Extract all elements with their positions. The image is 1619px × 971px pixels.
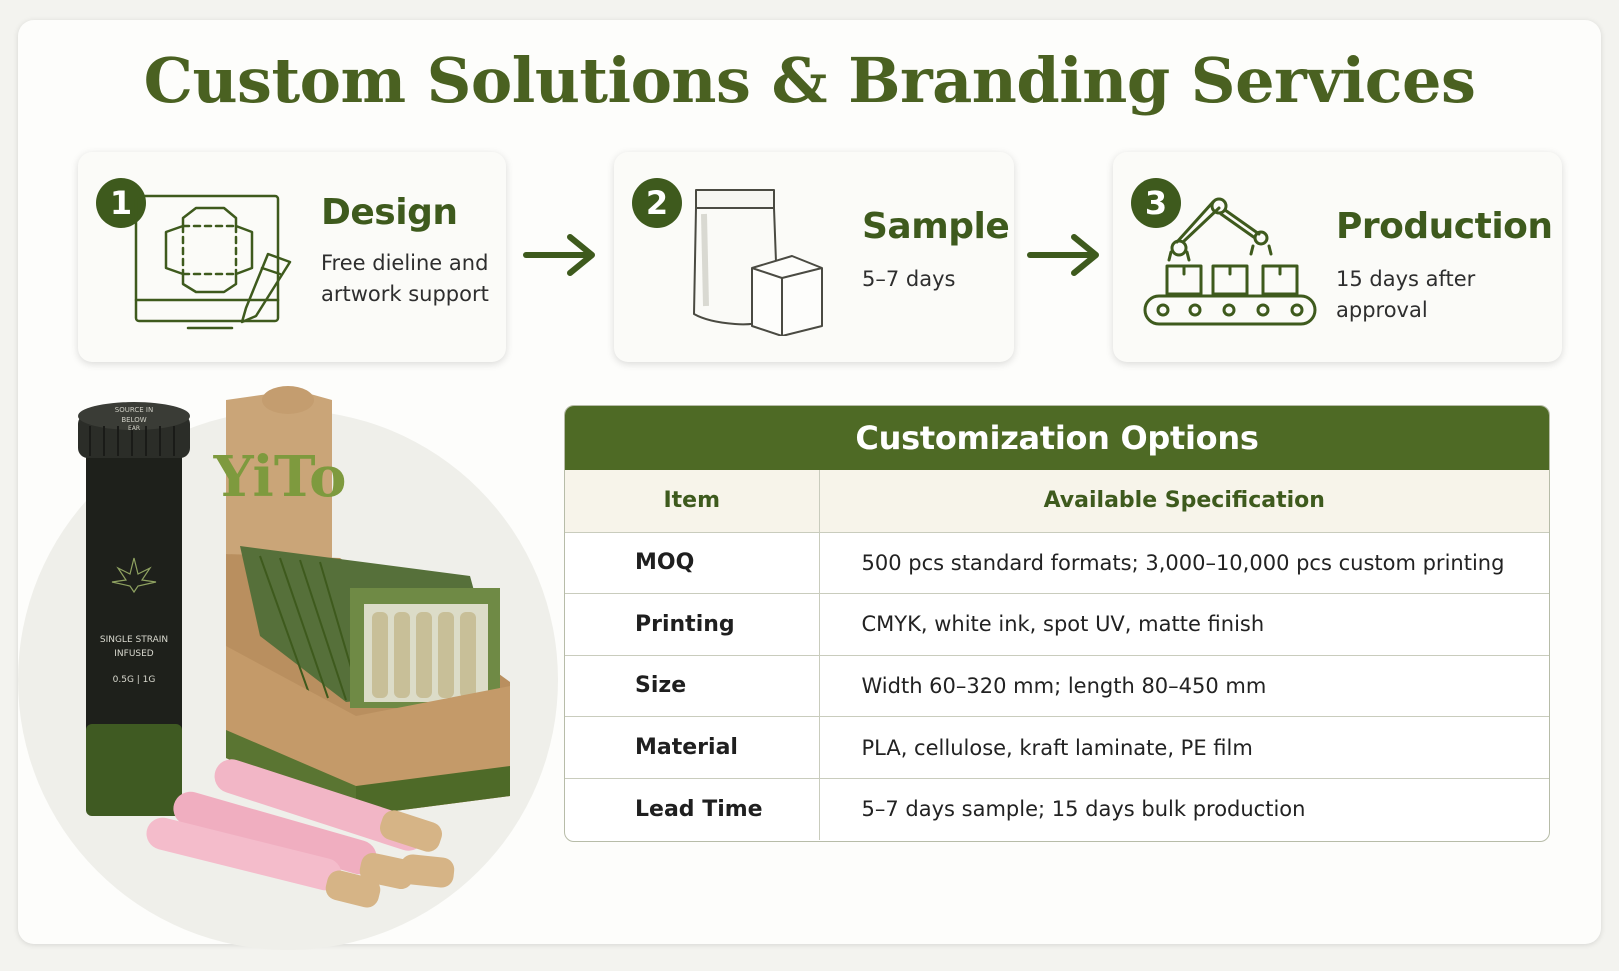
tube-label: INFUSED — [114, 649, 154, 659]
step-number-badge: 2 — [632, 178, 682, 228]
box-logo: YiTo — [213, 444, 347, 510]
table-header-row: Item Available Specification — [565, 470, 1549, 533]
tube-cap-text: SOURCE IN — [115, 406, 153, 414]
pre-roll-tube: SOURCE IN BELOW EAR SINGLE STRAIN INFUSE… — [78, 402, 190, 816]
row-item: Lead Time — [565, 778, 820, 840]
row-item: Printing — [565, 593, 820, 656]
step-description: 15 days after approval — [1336, 264, 1562, 326]
step-number-badge: 1 — [96, 178, 146, 228]
row-spec: 5–7 days sample; 15 days bulk production — [861, 797, 1306, 822]
step-card-production: 3 Production 15 days after approval — [1113, 152, 1562, 362]
kraft-display-box: YiTo — [213, 386, 510, 816]
table-row: Size Width 60–320 mm; length 80–450 mm — [565, 655, 1549, 718]
customization-options-table: Item Available Specification MOQ 500 pcs… — [565, 470, 1549, 840]
step-name: Sample — [862, 206, 1010, 247]
row-item: Size — [565, 655, 820, 718]
column-header-spec: Available Specification — [819, 470, 1549, 533]
step-card-design: 1 Design Free dieline and artwork suppor… — [78, 152, 506, 362]
customization-table: Customization Options Item Available Spe… — [564, 405, 1550, 842]
step-name: Design — [321, 192, 458, 233]
column-header-item: Item — [565, 470, 820, 533]
tube-label: SINGLE STRAIN — [100, 635, 168, 645]
step-description: Free dieline and artwork support — [321, 248, 489, 310]
step-description-line: 5–7 days — [862, 267, 956, 291]
leaf-icon — [111, 557, 157, 594]
table-row: Material PLA, cellulose, kraft laminate,… — [565, 716, 1549, 779]
tube-cap-text: BELOW — [121, 416, 146, 424]
row-spec: PLA, cellulose, kraft laminate, PE film — [819, 716, 1549, 779]
product-photo: SOURCE IN BELOW EAR SINGLE STRAIN INFUSE… — [78, 386, 510, 908]
table-row: MOQ 500 pcs standard formats; 3,000–10,0… — [565, 532, 1549, 595]
row-spec: CMYK, white ink, spot UV, matte finish — [819, 593, 1549, 656]
step-card-sample: 2 Sample 5–7 days — [614, 152, 1014, 362]
table-row: Lead Time 5–7 days sample; 15 days bulk … — [565, 778, 1549, 840]
table-heading: Customization Options — [565, 406, 1549, 470]
row-spec: Width 60–320 mm; length 80–450 mm — [819, 655, 1549, 718]
row-spec: 500 pcs standard formats; 3,000–10,000 p… — [819, 532, 1549, 595]
robot-arm-conveyor-icon — [1143, 197, 1317, 326]
pink-pre-rolls — [146, 759, 455, 908]
tube-label: 0.5G | 1G — [113, 675, 156, 685]
row-item: Material — [565, 716, 820, 779]
step-number-badge: 3 — [1131, 178, 1181, 228]
row-item: MOQ — [565, 532, 820, 595]
step-description-line: artwork support — [321, 282, 489, 306]
arrow-right-icon — [1027, 234, 1099, 276]
table-row: Printing CMYK, white ink, spot UV, matte… — [565, 593, 1549, 656]
pouch-box-icon — [693, 189, 823, 336]
page-title: Custom Solutions & Branding Services — [143, 44, 1476, 117]
step-description: 5–7 days — [862, 264, 955, 295]
tube-cap-text: EAR — [128, 425, 140, 432]
arrow-right-icon — [523, 234, 595, 276]
dieline-design-icon — [134, 194, 292, 330]
step-description-line: 15 days after approval — [1336, 267, 1476, 322]
step-name: Production — [1336, 206, 1553, 247]
step-description-line: Free dieline and — [321, 251, 489, 275]
